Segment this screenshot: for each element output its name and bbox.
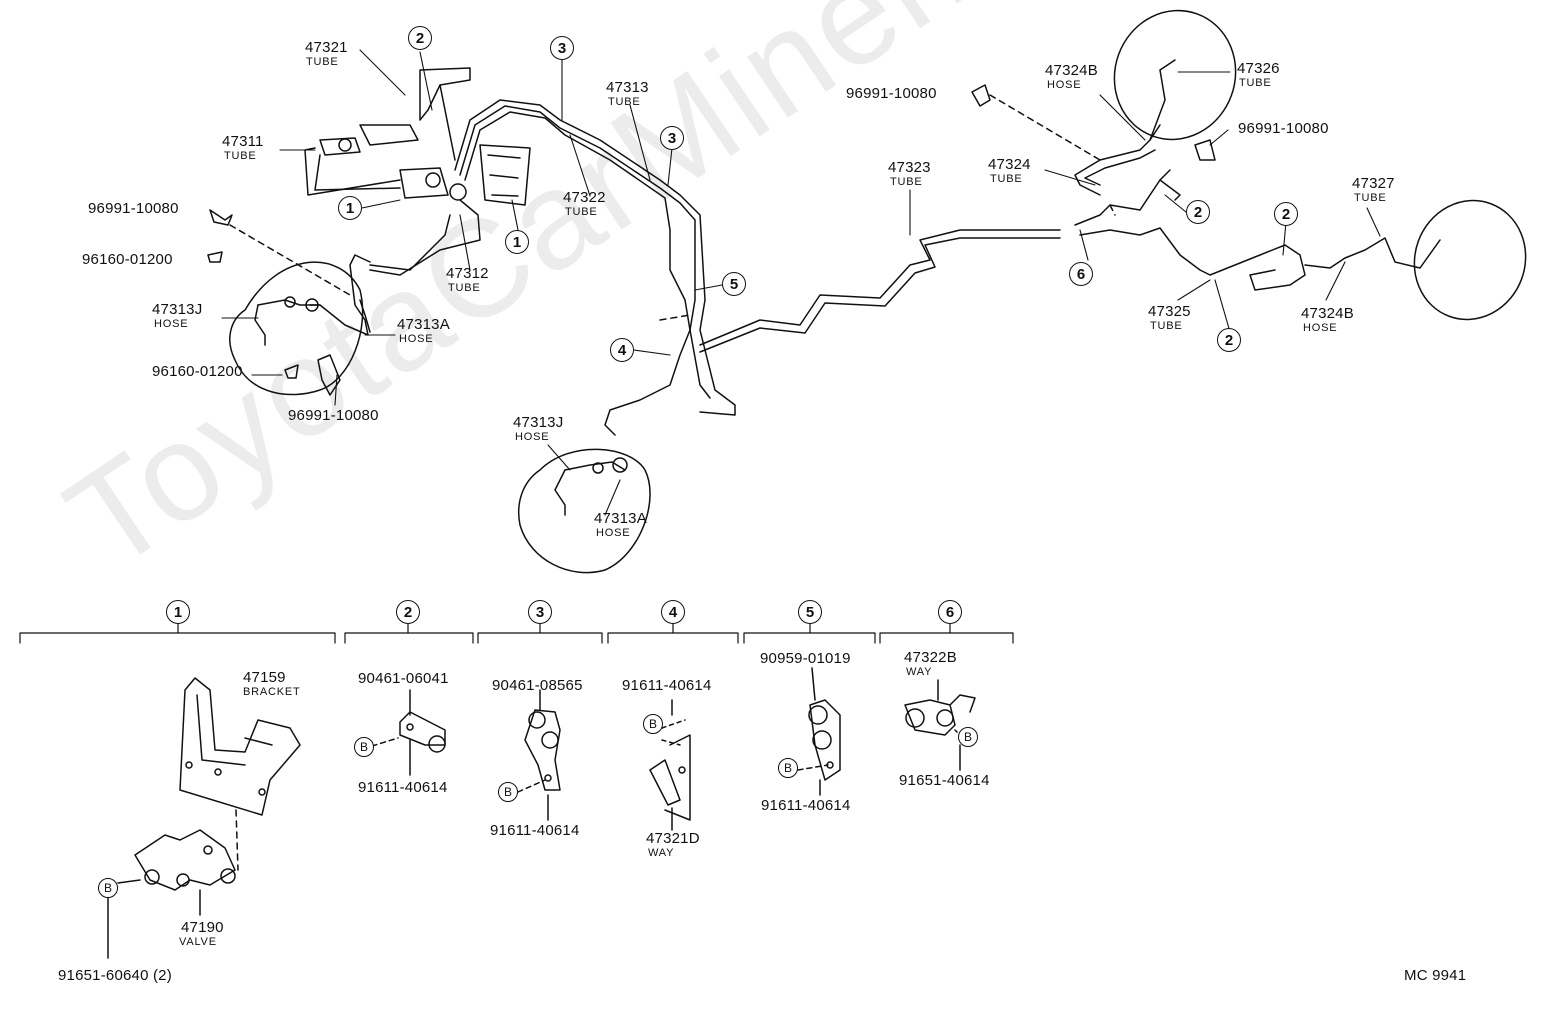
label-47190-type: VALVE [179, 936, 217, 948]
label-47326: 47326 [1237, 60, 1280, 77]
section-4-header: 4 [661, 600, 685, 624]
bolt-mark-section-2: B [354, 737, 374, 757]
label-47322: 47322 [563, 189, 606, 206]
hose-detail-bubble-mid [518, 448, 651, 574]
clamp-detail-2 [371, 689, 446, 776]
label-90959-01019: 90959-01019 [760, 650, 851, 667]
label-47325: 47325 [1148, 303, 1191, 320]
label-90461-06041: 90461-06041 [358, 670, 449, 687]
label-clip-96991-left-top: 96991-10080 [88, 200, 179, 217]
label-47325-type: TUBE [1150, 320, 1183, 332]
label-47324: 47324 [988, 156, 1031, 173]
label-47321-type: TUBE [306, 56, 339, 68]
callout-5: 5 [722, 272, 746, 296]
label-47313J-mid-type: HOSE [515, 431, 550, 443]
label-47313J-left: 47313J [152, 301, 203, 318]
callout-2-right-b: 2 [1274, 202, 1298, 226]
label-47313A-mid-type: HOSE [596, 527, 631, 539]
callout-2-right-a: 2 [1186, 200, 1210, 224]
label-47159: 47159 [243, 669, 286, 686]
label-47313J-mid: 47313J [513, 414, 564, 431]
clamp-detail-5 [797, 667, 841, 796]
section-3-header: 3 [528, 600, 552, 624]
label-47313-type: TUBE [608, 96, 641, 108]
label-clip-96160-left-top: 96160-01200 [82, 251, 173, 268]
label-47324B-bot-type: HOSE [1303, 322, 1338, 334]
callout-2-top: 2 [408, 26, 432, 50]
clamp-detail-3 [517, 689, 561, 821]
label-91651-40614: 91651-40614 [899, 772, 990, 789]
bolt-mark-section-5: B [778, 758, 798, 778]
label-47313A-left: 47313A [397, 316, 450, 333]
bracket-47159 [179, 677, 301, 816]
label-47321D: 47321D [646, 830, 700, 847]
label-47322-type: TUBE [565, 206, 598, 218]
bolt-mark-section-6: B [958, 727, 978, 747]
label-clip-96160-left-bot: 96160-01200 [152, 363, 243, 380]
label-47326-type: TUBE [1239, 77, 1272, 89]
label-47311: 47311 [222, 133, 264, 150]
label-47323: 47323 [888, 159, 931, 176]
clip-shapes [207, 84, 1216, 396]
label-91651-60640: 91651-60640 (2) [58, 967, 172, 984]
callout-1-left: 1 [338, 196, 362, 220]
bolt-mark-section-4: B [643, 714, 663, 734]
label-47327-type: TUBE [1354, 192, 1387, 204]
label-47323-type: TUBE [890, 176, 923, 188]
rear-brake-pipes [1074, 59, 1441, 291]
label-47312: 47312 [446, 265, 489, 282]
label-47322B: 47322B [904, 649, 957, 666]
section-2-header: 2 [396, 600, 420, 624]
label-47322B-type: WAY [906, 666, 933, 678]
label-47324B-top-type: HOSE [1047, 79, 1082, 91]
master-cylinder-assembly [319, 67, 531, 206]
label-47313J-left-type: HOSE [154, 318, 189, 330]
way-47322B [904, 679, 976, 771]
label-91611-40614-s3: 91611-40614 [490, 822, 580, 839]
valve-47190 [134, 829, 236, 891]
callout-6: 6 [1069, 262, 1093, 286]
label-91611-40614-s4: 91611-40614 [622, 677, 712, 694]
label-clip-96991-left-bot: 96991-10080 [288, 407, 379, 424]
callout-3-mid: 3 [660, 126, 684, 150]
section-brackets [19, 621, 1014, 644]
label-47311-type: TUBE [224, 150, 257, 162]
label-clip-96991-right-top: 96991-10080 [846, 85, 937, 102]
diagram-code: MC 9941 [1404, 967, 1467, 984]
label-47321D-type: WAY [648, 847, 675, 859]
label-47324B-top: 47324B [1045, 62, 1098, 79]
way-47321D [649, 699, 691, 831]
label-clip-96991-right-mid: 96991-10080 [1238, 120, 1329, 137]
label-47321: 47321 [305, 39, 348, 56]
callout-2-right-c: 2 [1217, 328, 1241, 352]
label-91611-40614-s2: 91611-40614 [358, 779, 448, 796]
label-47190: 47190 [181, 919, 224, 936]
front-brake-pipes [304, 84, 1061, 436]
rear-left-drum [1413, 199, 1527, 321]
section-6-header: 6 [938, 600, 962, 624]
label-90461-08565: 90461-08565 [492, 677, 583, 694]
callout-4: 4 [610, 338, 634, 362]
label-47324B-bot: 47324B [1301, 305, 1354, 322]
section-1-header: 1 [166, 600, 190, 624]
section-5-header: 5 [798, 600, 822, 624]
label-47313A-mid: 47313A [594, 510, 647, 527]
callout-1-mid: 1 [505, 230, 529, 254]
label-47313: 47313 [606, 79, 649, 96]
callout-3-top: 3 [550, 36, 574, 60]
bolt-mark-section-1: B [98, 878, 118, 898]
label-47313A-left-type: HOSE [399, 333, 434, 345]
label-47324-type: TUBE [990, 173, 1023, 185]
label-47327: 47327 [1352, 175, 1395, 192]
label-47312-type: TUBE [448, 282, 481, 294]
label-47159-type: BRACKET [243, 686, 301, 698]
label-91611-40614-s5: 91611-40614 [761, 797, 851, 814]
rear-right-drum [1113, 9, 1237, 141]
bolt-mark-section-3: B [498, 782, 518, 802]
